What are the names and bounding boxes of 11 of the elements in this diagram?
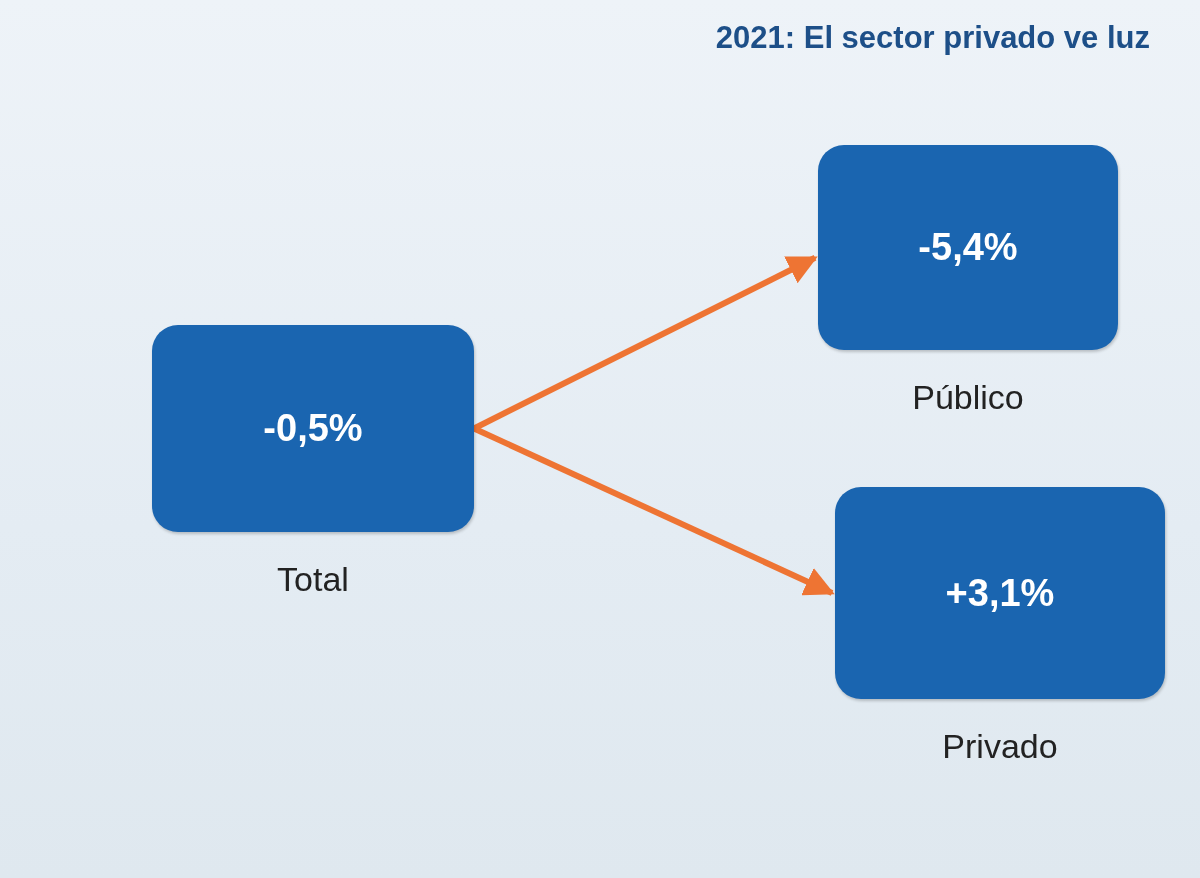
arrow [472, 425, 835, 596]
box-caption: Público [912, 378, 1024, 417]
value-box [152, 325, 474, 532]
percent-value: +3,1% [945, 571, 1055, 615]
percent-value: -0,5% [263, 407, 363, 450]
slide-title: 2021: El sector privado ve luz [715, 20, 1150, 56]
box-caption: Total [277, 560, 349, 599]
value-box [818, 145, 1118, 350]
value-box [835, 487, 1165, 699]
box-caption: Privado [942, 727, 1058, 766]
percent-value: -5,4% [918, 226, 1018, 269]
